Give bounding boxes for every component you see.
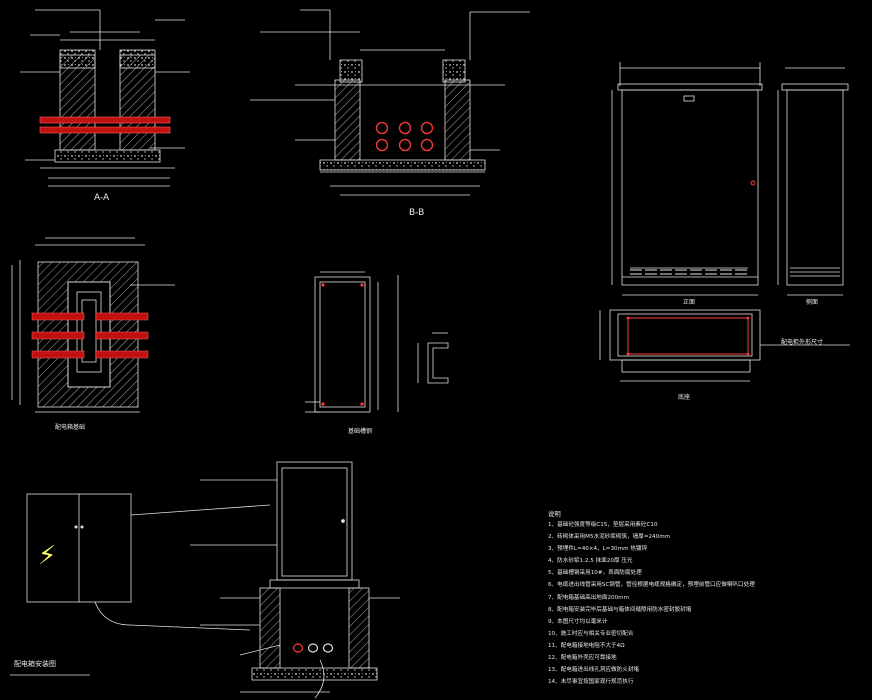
base-top-anchors	[626, 316, 750, 356]
high-voltage-icon: ⚡	[38, 541, 57, 571]
install-panel-handle-left	[74, 525, 78, 529]
install-panel-elevation	[10, 493, 271, 676]
section-aa-view	[20, 9, 190, 187]
install-cabinet-section	[190, 461, 400, 699]
caption-section-aa: A-A	[94, 193, 110, 203]
note-item: 9、本图尺寸均以毫米计	[548, 618, 608, 625]
cabinet-front-vents	[630, 269, 747, 275]
caption-base-frame: 基础槽钢	[348, 428, 373, 435]
section-bb-conduits	[375, 121, 434, 152]
section-aa-conduits	[39, 116, 171, 134]
notes-title: 说明	[548, 510, 561, 518]
caption-install: 配电箱安装图	[14, 660, 56, 668]
install-conduits	[292, 643, 334, 653]
base-top-inner-frame	[627, 317, 749, 355]
note-item: 14、未尽事宜按国家现行规范执行	[548, 679, 634, 686]
cabinet-lock-marker	[750, 180, 756, 186]
note-item: 12、配电箱外壳应可靠接地	[548, 655, 617, 662]
base-top-view	[599, 309, 850, 382]
note-item: 6、电缆进出线管采用SC钢管，管径根据电缆规格确定，预埋前管口应做喇叭口处理	[548, 582, 755, 589]
note-item: 5、基础槽钢采用10#，表面防腐处理	[548, 570, 642, 577]
foundation-plan-view	[11, 237, 175, 413]
note-item: 4、防水砂浆1:2.5 抹面20厚 压光	[548, 558, 633, 565]
note-item: 7、配电箱基础高出地面200mm	[548, 594, 630, 601]
caption-foundation-plan: 配电箱基础	[55, 424, 86, 431]
install-panel-handle-right	[80, 525, 84, 529]
design-notes: 说明 1、基础砼强度等级C15，垫层采用素砼C10 2、砖砌体采用M5水泥砂浆砌…	[548, 509, 868, 688]
caption-section-bb: B-B	[409, 208, 425, 218]
cabinet-front-view	[611, 62, 763, 296]
caption-cabinet-side: 侧面	[806, 299, 819, 306]
base-frame-anchors	[321, 283, 364, 406]
note-item: 1、基础砼强度等级C15，垫层采用素砼C10	[548, 522, 658, 528]
note-item: 3、预埋件L=40×4，L=30mm 热镀锌	[548, 546, 648, 553]
note-item: 8、配电箱安装完毕后基础与箱体间缝隙用防水密封胶封堵	[548, 606, 692, 613]
caption-base-top: 底座	[678, 394, 691, 401]
caption-base-outline: 配电柜外形尺寸	[781, 339, 824, 346]
note-item: 13、配电箱进出线孔洞应做防火封堵	[548, 667, 640, 674]
section-bb-view	[250, 9, 530, 196]
base-frame-view	[305, 271, 449, 413]
note-item: 10、施工时应与相关专业密切配合	[548, 630, 634, 637]
note-item: 11、配电箱接地电阻不大于4Ω	[548, 642, 625, 649]
caption-cabinet-front: 正面	[683, 299, 696, 306]
note-item: 2、砖砌体采用M5水泥砂浆砌筑，墙厚=240mm	[548, 534, 671, 541]
cabinet-side-view	[777, 67, 849, 296]
foundation-plan-conduits	[31, 312, 149, 359]
